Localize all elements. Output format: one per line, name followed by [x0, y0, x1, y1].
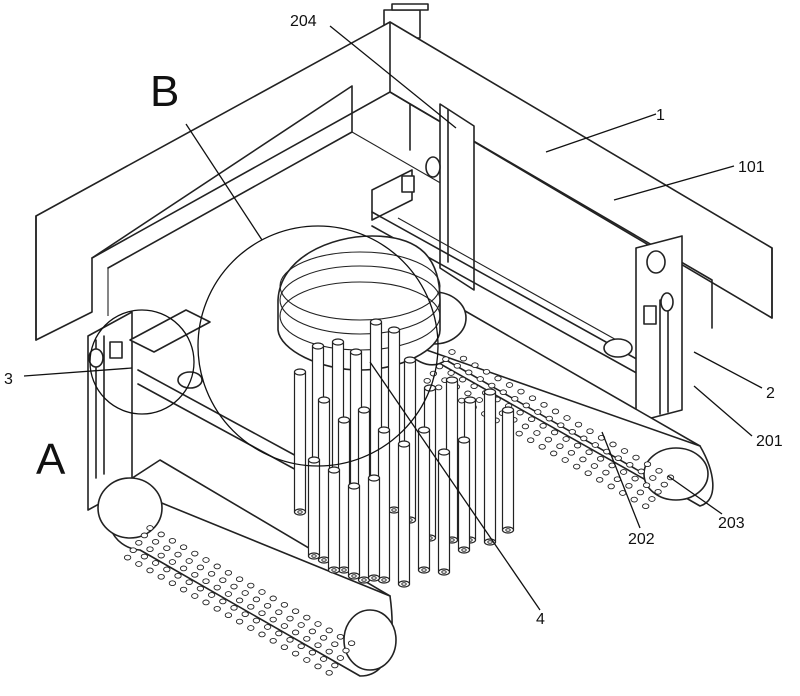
label-a: A: [36, 435, 66, 484]
left-arm-assembly: [87, 309, 397, 677]
right-arm-assembly: [371, 103, 714, 510]
label-202: 202: [628, 531, 655, 548]
label-203: 203: [718, 515, 745, 532]
detail-circle-a: [89, 309, 195, 415]
pipe-bundle: [293, 318, 515, 588]
part-labels: 204 1 101 B 3 A 2 201 203 202 4: [4, 13, 783, 628]
leader-lines: [23, 25, 763, 611]
perforated-tray-left: [123, 525, 356, 676]
label-201: 201: [756, 433, 783, 450]
label-1: 1: [656, 107, 665, 124]
label-4: 4: [536, 611, 545, 628]
label-2: 2: [766, 385, 775, 402]
label-204: 204: [290, 13, 317, 30]
label-101: 101: [738, 159, 765, 176]
detail-circle-b: [197, 225, 439, 467]
label-3: 3: [4, 371, 13, 388]
label-b: B: [150, 67, 179, 116]
